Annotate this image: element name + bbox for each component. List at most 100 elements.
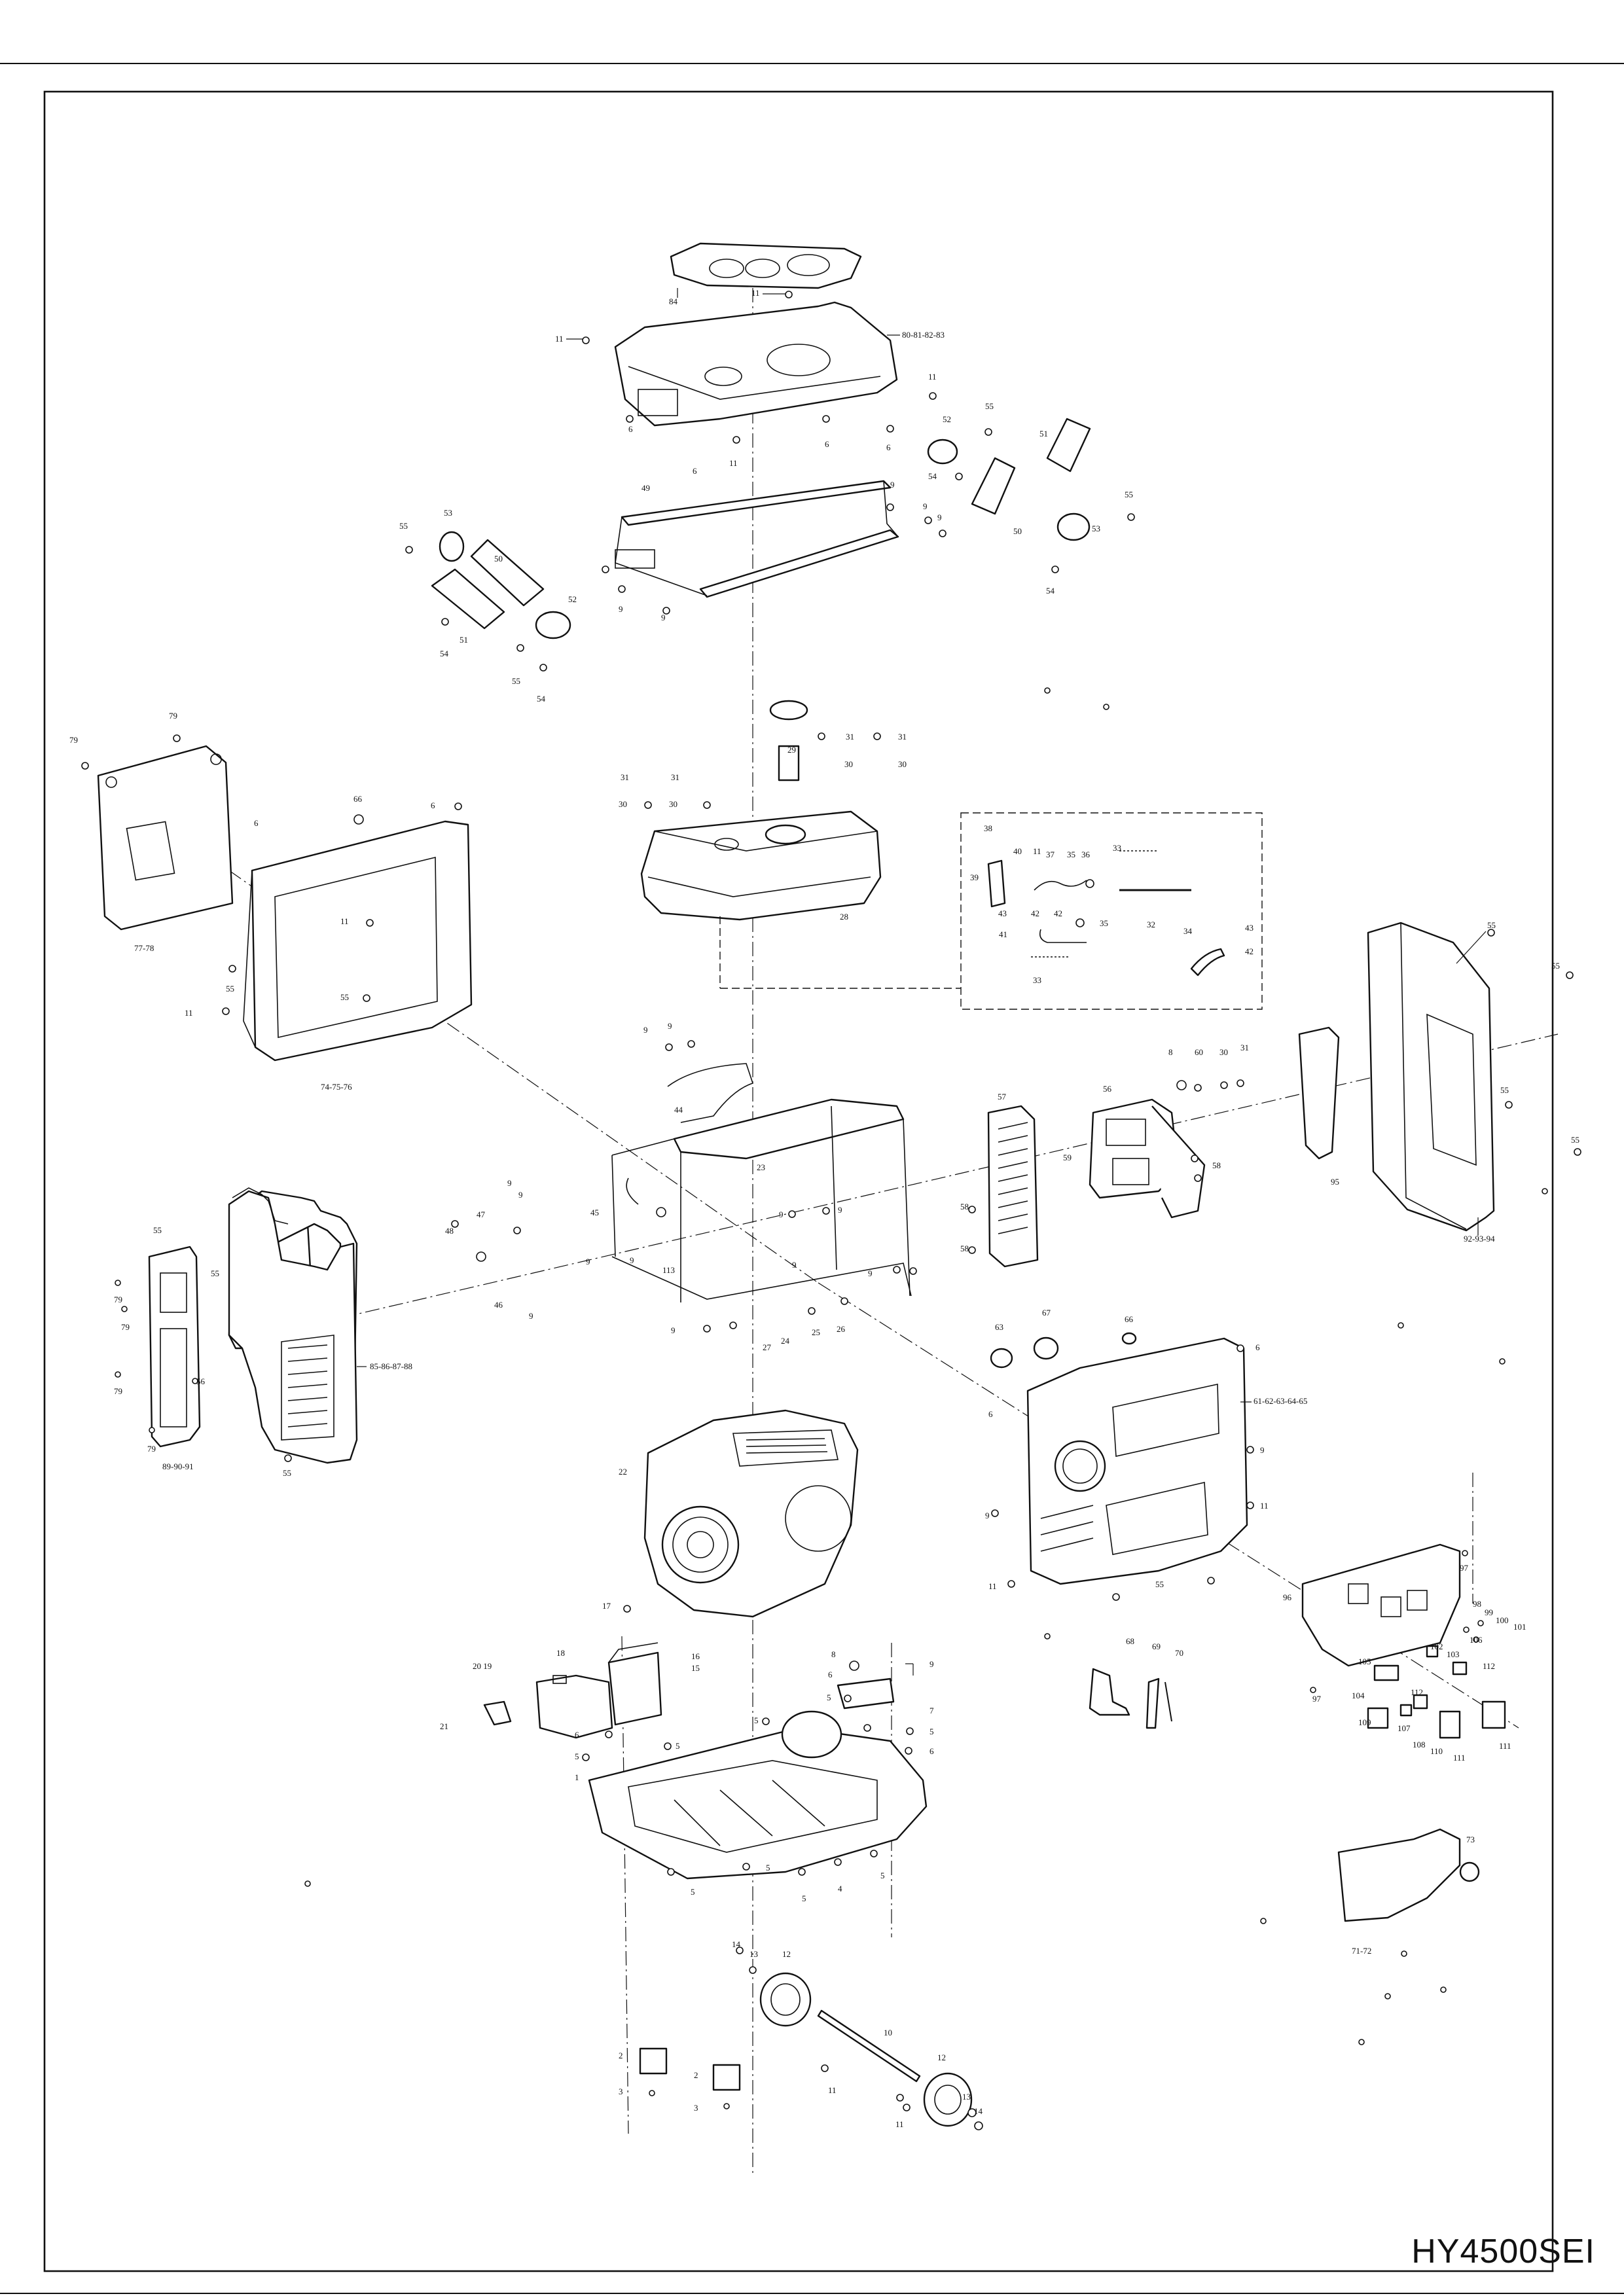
grommet-66	[1121, 1332, 1137, 1345]
callout-11: 11	[988, 1581, 997, 1591]
callout-9: 9	[643, 1025, 648, 1035]
callout-30: 30	[1219, 1047, 1228, 1057]
callout-55: 55	[399, 521, 408, 531]
callout-58: 58	[1212, 1160, 1221, 1170]
callout-53: 53	[1092, 524, 1100, 533]
callout-5: 5	[880, 1871, 885, 1880]
callout-30: 30	[844, 759, 853, 769]
callout-70: 70	[1175, 1648, 1183, 1658]
callout-79: 79	[147, 1444, 156, 1454]
callout-51: 51	[1039, 429, 1048, 439]
callout-5: 5	[754, 1715, 759, 1725]
callout-4: 4	[838, 1884, 842, 1893]
callout-7: 7	[929, 1706, 934, 1715]
callout-8: 8	[831, 1649, 836, 1659]
callout-98: 98	[1473, 1599, 1481, 1609]
callout-23: 23	[757, 1162, 765, 1172]
callout-113: 113	[662, 1265, 675, 1275]
callout-55: 55	[153, 1225, 162, 1235]
callout-32: 32	[1147, 920, 1155, 929]
control-panel-components	[1367, 1645, 1506, 1739]
callout-25: 25	[812, 1327, 820, 1337]
callout-79: 79	[114, 1386, 122, 1396]
callout-31: 31	[671, 772, 679, 782]
callout-3: 3	[694, 2103, 698, 2113]
callout-11: 11	[340, 916, 349, 926]
callout-53: 53	[444, 508, 452, 518]
callout-42: 42	[1054, 908, 1062, 918]
callout-68: 68	[1126, 1636, 1134, 1646]
callout-38: 38	[984, 823, 992, 833]
callout-59: 59	[1063, 1153, 1072, 1162]
callout-95: 95	[1331, 1177, 1339, 1187]
rubber-foot-left	[639, 2047, 668, 2075]
callout-97: 97	[1312, 1694, 1322, 1704]
callout-6: 6	[828, 1670, 833, 1679]
callout-45: 45	[590, 1208, 599, 1217]
callout-58: 58	[960, 1202, 969, 1211]
callout-39: 39	[970, 872, 979, 882]
callout-9: 9	[929, 1659, 934, 1669]
wheel-axle	[817, 2009, 921, 2083]
callout-37: 37	[1046, 850, 1055, 859]
callout-100: 100	[1496, 1615, 1509, 1625]
callout-55: 55	[985, 401, 994, 411]
callout-16: 16	[691, 1651, 700, 1661]
callout-63: 63	[995, 1322, 1003, 1332]
callout-47: 47	[477, 1210, 486, 1219]
callout-5: 5	[929, 1727, 934, 1736]
mount-bracket	[837, 1677, 895, 1710]
callout-6: 6	[431, 800, 435, 810]
base-frame	[588, 1710, 928, 1880]
rubber-foot-right	[712, 2064, 741, 2091]
callout-55: 55	[1571, 1135, 1579, 1145]
callout-6: 6	[1255, 1342, 1260, 1352]
callout-55: 55	[283, 1468, 291, 1478]
callout-108: 108	[1413, 1740, 1426, 1749]
callout-44: 44	[674, 1105, 683, 1115]
side-gasket	[1298, 1026, 1340, 1160]
callout-9: 9	[779, 1210, 784, 1219]
engine-alternator	[643, 1409, 859, 1618]
callout-11: 11	[185, 1008, 193, 1018]
callout-48: 48	[445, 1226, 454, 1236]
callout-21: 21	[440, 1721, 448, 1731]
leader-lines	[357, 288, 1487, 1676]
battery-strap	[483, 1700, 512, 1726]
control-bracket	[1089, 1098, 1206, 1219]
callout-49: 49	[641, 483, 650, 493]
callout-103: 103	[1447, 1649, 1460, 1659]
left-handle-grips	[431, 531, 571, 639]
callout-31: 31	[846, 732, 854, 742]
callout-52: 52	[568, 594, 577, 604]
callout-12: 12	[782, 1949, 791, 1959]
callout-9: 9	[518, 1190, 523, 1200]
callout-55: 55	[211, 1268, 219, 1278]
callout-9: 9	[661, 613, 666, 622]
callout-71-72: 71-72	[1352, 1946, 1371, 1956]
fuel-tank	[640, 810, 882, 921]
callout-9: 9	[923, 501, 928, 511]
callout-14: 14	[974, 2106, 983, 2116]
callout-107: 107	[1398, 1723, 1411, 1733]
callout-50: 50	[494, 554, 503, 564]
callout-9: 9	[868, 1268, 873, 1278]
callout-9: 9	[630, 1255, 634, 1265]
grommet-63	[990, 1348, 1013, 1369]
callout-34: 34	[1183, 926, 1193, 936]
callout-80-83: 80-81-82-83	[902, 330, 945, 340]
callout-110: 110	[1430, 1746, 1443, 1756]
callout-6: 6	[693, 466, 697, 476]
callout-84: 84	[669, 296, 678, 306]
callout-111: 111	[1499, 1741, 1511, 1751]
callout-57: 57	[998, 1092, 1007, 1102]
callout-101: 101	[1513, 1622, 1526, 1632]
callout-97: 97	[1460, 1563, 1469, 1573]
callout-17: 17	[602, 1601, 611, 1611]
callout-9: 9	[529, 1311, 533, 1321]
callout-66: 66	[1125, 1314, 1134, 1324]
callout-60: 60	[1195, 1047, 1203, 1057]
callout-9: 9	[671, 1325, 676, 1335]
callout-79: 79	[169, 711, 177, 721]
